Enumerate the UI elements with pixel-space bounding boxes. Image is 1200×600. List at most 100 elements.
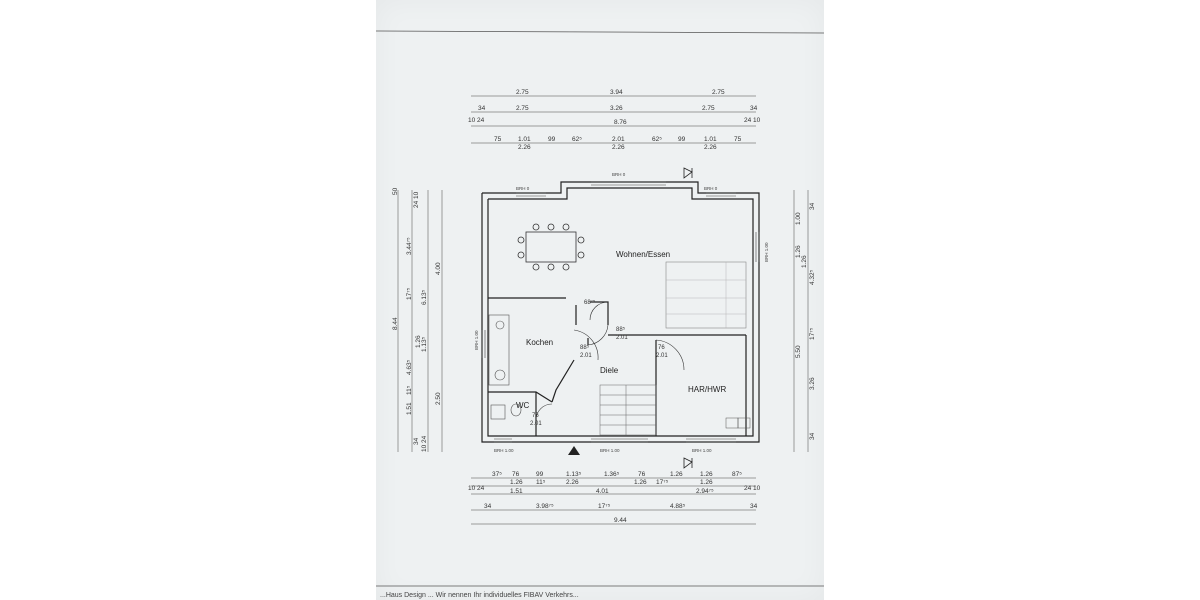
dim-top-r5-c: 2.26: [704, 144, 717, 151]
dim-top-r1-c: 2.75: [712, 89, 725, 96]
dim-top-r4-6: 62⁵: [652, 136, 662, 143]
dim-bot-r1-2: 76: [512, 471, 520, 478]
window-tag-bottom-right: BRH 1.00: [692, 448, 712, 453]
door-har-height: 2.01: [656, 353, 668, 359]
door-diele-height: 2.01: [616, 335, 628, 341]
dim-bot-r1-5: 1.36⁵: [604, 471, 620, 478]
dim-left-3: 3.44⁷⁵: [406, 237, 413, 255]
dim-top-r2-a: 34: [478, 105, 486, 112]
dining-table: [517, 223, 585, 271]
dim-bot-r1-6: 76: [638, 471, 646, 478]
left-dimensions: 50 24 10 3.44⁷⁵ 17⁷⁵ 4.00 6.13⁵ 8.44 1.2…: [392, 187, 443, 452]
dim-top-r4-4: 62⁵: [572, 136, 582, 143]
dim-top-r3-b: 8.76: [614, 119, 627, 126]
window-tag-top-center: BRH 0: [612, 172, 626, 177]
dim-right-8: 3.26: [809, 377, 816, 390]
dim-bot-r1-4: 1.13⁵: [566, 471, 582, 478]
dim-right-6: 17⁷⁵: [809, 327, 816, 340]
dim-top-r1-a: 2.75: [516, 89, 529, 96]
har-appliances: [725, 417, 751, 429]
floor-plan-drawing: 2.75 3.94 2.75 34 2.75 3.26 2.75 34 10 2…: [376, 30, 824, 599]
footer-text: ...Haus Design ... Wir nennen Ihr indivi…: [380, 592, 579, 599]
dim-top-r2-d: 2.75: [702, 105, 715, 112]
dim-top-r4-7: 99: [678, 136, 686, 143]
section-marker-icons: [683, 167, 693, 469]
dim-bot-r1-3: 99: [536, 471, 544, 478]
windows: [481, 181, 760, 443]
top-dimensions: 2.75 3.94 2.75 34 2.75 3.26 2.75 34 10 2…: [468, 89, 761, 151]
room-label-wohnen: Wohnen/Essen: [616, 250, 670, 259]
dim-left-13: 2.50: [435, 392, 442, 405]
stairs: [599, 384, 657, 436]
door-diele-width: 88⁵: [616, 326, 626, 333]
dim-bot-r4-4: 4.88⁵: [670, 503, 686, 510]
dim-bot-r2-8: 24 10: [744, 485, 761, 492]
dim-right-5: 4.32⁵: [809, 269, 816, 285]
dim-bot-r4-3: 17⁷⁵: [598, 503, 611, 510]
dim-bot-r2-2: 1.26: [510, 479, 523, 486]
dim-top-r4-9: 75: [734, 136, 742, 143]
dim-bot-r3-3: 2.94⁷⁵: [696, 488, 714, 495]
dim-left-5: 4.00: [435, 262, 442, 275]
window-tag-top-left: BRH 0: [516, 186, 530, 191]
right-dimensions: 34 1.00 1.26 1.26 4.32⁵ 17⁷⁵ 5.50 3.26 3…: [793, 190, 816, 452]
window-tag-bottom-left: BRH 1.00: [494, 448, 514, 453]
bottom-dimensions: 37⁵ 76 99 1.13⁵ 1.36⁵ 76 1.26 1.26 87⁵ 1…: [468, 471, 761, 525]
kochen-opening-label: 68⁷⁵: [584, 299, 596, 306]
doors: [535, 301, 685, 421]
dim-bot-r2-7: 1.26: [700, 479, 713, 486]
dim-bot-r3-1: 1.51: [510, 488, 523, 495]
dim-top-r2-b: 2.75: [516, 105, 529, 112]
wc-fixtures: [490, 403, 522, 420]
dim-top-r4-1: 75: [494, 136, 502, 143]
dim-right-7: 5.50: [795, 345, 802, 358]
dim-bot-r2-5: 1.26: [634, 479, 647, 486]
dim-bot-r4-1: 34: [484, 503, 492, 510]
dim-bot-r1-7: 1.26: [670, 471, 683, 478]
dim-left-8: 1.26: [415, 335, 422, 348]
dim-bot-r2-1: 10 24: [468, 485, 485, 492]
dim-bot-r1-8: 1.26: [700, 471, 713, 478]
dim-top-r1-b: 3.94: [610, 89, 623, 96]
dim-top-r3-a: 10 24: [468, 117, 485, 124]
dim-bot-r4-5: 34: [750, 503, 758, 510]
window-tag-right-upper: BRH 1.00: [764, 242, 769, 262]
dim-top-r4-2: 1.01: [518, 136, 531, 143]
stair-hatch: [665, 261, 747, 329]
window-tag-bottom-center: BRH 1.00: [600, 448, 620, 453]
exterior-walls: [481, 181, 760, 443]
dim-top-r5-a: 2.26: [518, 144, 531, 151]
room-label-kochen: Kochen: [526, 338, 553, 347]
room-label-har: HAR/HWR: [688, 385, 726, 394]
dim-left-2: 24 10: [413, 191, 420, 208]
dim-left-1: 50: [392, 187, 399, 195]
entrance-arrow-icon: [568, 446, 580, 455]
dim-left-12: 1.51: [406, 402, 413, 415]
door-wc-height: 2.01: [530, 421, 542, 427]
dim-left-7: 8.44: [392, 317, 399, 330]
dim-bot-r1-1: 37⁵: [492, 471, 502, 478]
dim-top-r2-c: 3.26: [610, 105, 623, 112]
room-label-wc: WC: [516, 401, 530, 410]
plan-sheet: 2.75 3.94 2.75 34 2.75 3.26 2.75 34 10 2…: [376, 0, 824, 600]
door-har-width: 76: [658, 345, 665, 351]
kitchen-counter: [488, 314, 510, 386]
dim-left-9: 1.13⁵: [421, 336, 428, 352]
dim-right-1: 34: [809, 202, 816, 210]
dim-top-r3-c: 24 10: [744, 117, 761, 124]
dim-top-r4-8: 1.01: [704, 136, 717, 143]
dim-top-r2-e: 34: [750, 105, 758, 112]
window-tag-left-kochen: BRH 1.00: [474, 330, 479, 350]
dim-left-14: 34: [413, 437, 420, 445]
room-label-diele: Diele: [600, 366, 619, 375]
dim-left-11: 11⁵: [406, 385, 413, 395]
dim-right-3: 1.26: [795, 245, 802, 258]
dim-bot-r2-3: 11⁵: [536, 479, 546, 486]
dim-bot-r4-2: 3.98⁷⁵: [536, 503, 554, 510]
dim-bot-r2-6: 17⁷⁵: [656, 479, 669, 486]
dim-left-15: 10 24: [421, 435, 428, 452]
door-kochen-width: 88⁵: [580, 344, 590, 351]
door-wc-width: 76: [532, 413, 539, 419]
dim-left-6: 6.13⁵: [421, 289, 428, 305]
dim-top-r4-5: 2.01: [612, 136, 625, 143]
